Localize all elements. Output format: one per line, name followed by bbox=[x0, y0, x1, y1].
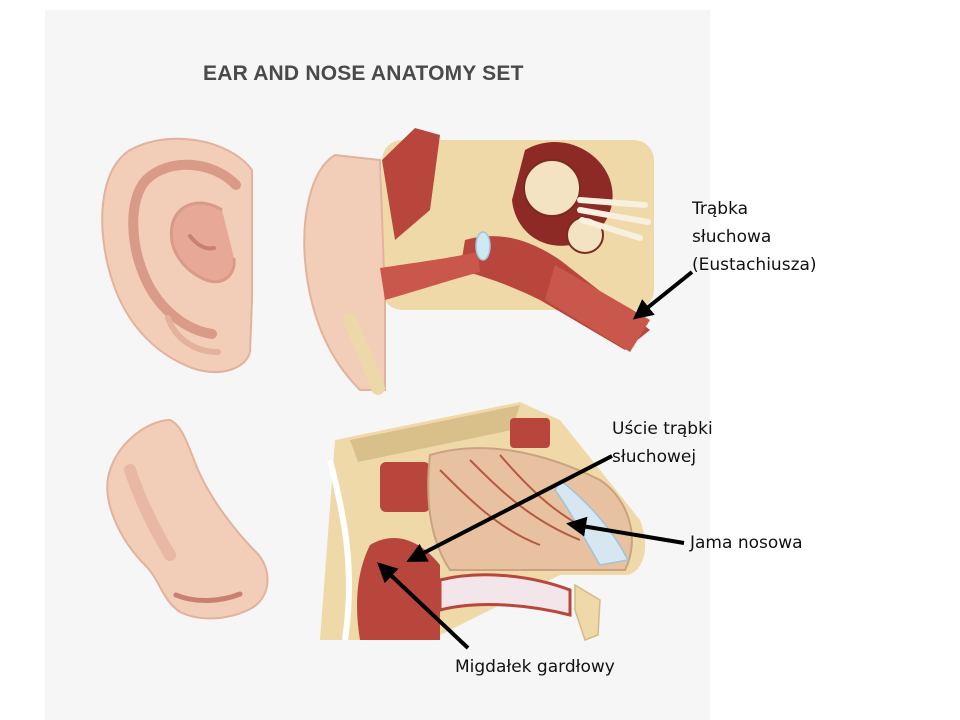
arrow-eustachian-tube bbox=[632, 270, 694, 320]
label-adenoid: Migdałek gardłowy bbox=[455, 657, 615, 677]
external-nose bbox=[106, 418, 269, 620]
label-eustachian-line1: Trąbka bbox=[692, 199, 749, 219]
arrow-tube-opening bbox=[406, 454, 613, 562]
ear-cross-section bbox=[303, 128, 654, 395]
label-tube-opening-line1: Uście trąbki bbox=[612, 419, 713, 439]
arrow-adenoid bbox=[377, 562, 470, 650]
diagram-title: EAR AND NOSE ANATOMY SET bbox=[203, 62, 524, 85]
arrow-nasal-cavity bbox=[566, 516, 685, 545]
label-nasal-cavity: Jama nosowa bbox=[690, 533, 803, 553]
label-eustachian-line3: (Eustachiusza) bbox=[692, 255, 817, 275]
external-ear bbox=[101, 137, 253, 373]
label-eustachian-line2: słuchowa bbox=[692, 227, 772, 247]
label-tube-opening-line2: słuchowej bbox=[612, 447, 697, 467]
